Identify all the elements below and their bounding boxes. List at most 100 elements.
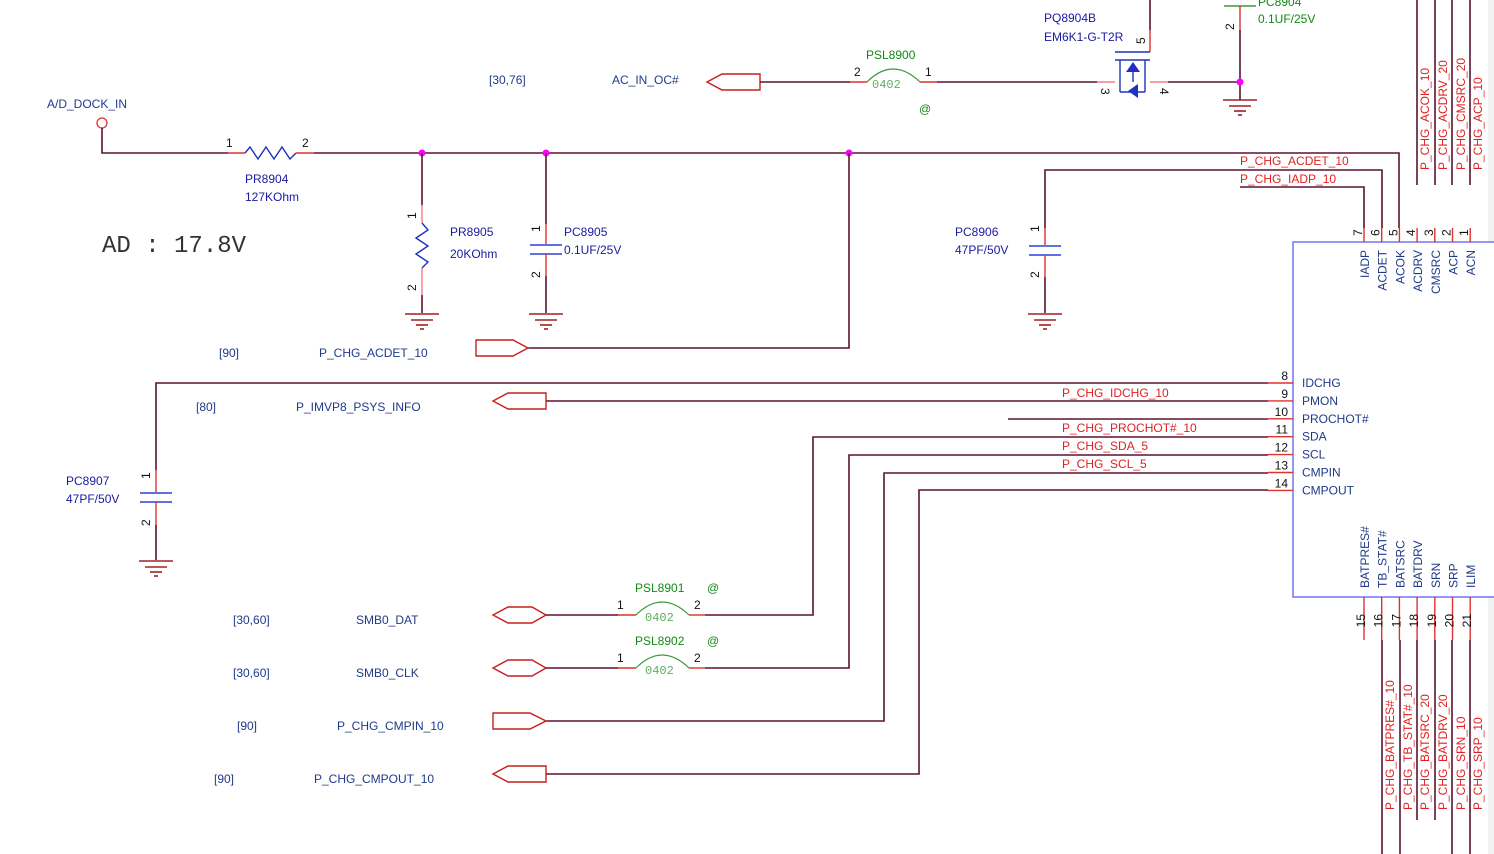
- pin-number: 2: [1028, 271, 1042, 278]
- pr8904-ref: PR8904: [245, 172, 289, 186]
- pin-number: 1: [529, 225, 543, 232]
- pin-number: 21: [1460, 614, 1474, 628]
- ic-pin-name: PMON: [1302, 394, 1338, 408]
- net-label-sda: P_CHG_SDA_5: [1062, 439, 1148, 453]
- bead-psl8900-icon: [866, 68, 921, 83]
- pin-number: 1: [405, 212, 419, 219]
- psl8900-mark: @: [919, 102, 931, 116]
- psl8901-mark: @: [707, 581, 719, 595]
- pr8904-value: 127KOhm: [245, 190, 299, 204]
- bidir-port-icon[interactable]: [491, 606, 548, 624]
- net-label-cmsrc: P_CHG_CMSRC_20: [1454, 58, 1468, 170]
- pin-number: 1: [617, 651, 624, 665]
- bead-psl8901-icon: [635, 601, 690, 616]
- pin-number: 20: [1443, 614, 1457, 628]
- pin-number: 2: [302, 136, 309, 150]
- ic-pin-name: CMPIN: [1302, 466, 1341, 480]
- pin-number: 7: [1351, 229, 1365, 236]
- pin-number: 1: [226, 136, 233, 150]
- pin-number: 3: [1422, 229, 1436, 236]
- mosfet-pq8904b-icon: [1126, 62, 1140, 72]
- pin-number: 11: [1276, 423, 1289, 437]
- ic-pin-name: SRN: [1429, 563, 1443, 588]
- output-port-icon[interactable]: [475, 339, 530, 357]
- pc8906-value: 47PF/50V: [955, 243, 1008, 257]
- pin-number: 14: [1275, 476, 1289, 490]
- ic-pin-name: SRP: [1447, 563, 1461, 588]
- input-connector-icon[interactable]: [96, 117, 108, 129]
- output-port-icon[interactable]: [492, 712, 548, 730]
- net-label-srn: P_CHG_SRN_10: [1454, 716, 1468, 810]
- ic-pin-name: ILIM: [1464, 565, 1478, 588]
- ic-pin-name: PROCHOT#: [1302, 412, 1369, 426]
- offpage-net-cmpin: P_CHG_CMPIN_10: [337, 719, 444, 733]
- input-port-icon[interactable]: [491, 392, 547, 410]
- pin-number: 18: [1407, 614, 1421, 628]
- ic-pin-name: ACN: [1464, 250, 1478, 275]
- ic-pin-name: TB_STAT#: [1376, 530, 1390, 588]
- offpage-ref: [90]: [219, 346, 239, 360]
- ic-pin-name: SDA: [1302, 430, 1327, 444]
- ic-pin-name: ACOK: [1393, 250, 1407, 284]
- pin-number: 13: [1275, 459, 1289, 473]
- net-label-srp: P_CHG_SRP_10: [1471, 717, 1485, 810]
- input-port-icon[interactable]: [491, 765, 547, 783]
- pq8904b-ref: PQ8904B: [1044, 11, 1096, 25]
- psl8902-size: 0402: [645, 664, 674, 678]
- pc8904-ref: PC8904: [1258, 0, 1302, 9]
- ic-pin-name: ACDRV: [1411, 250, 1425, 292]
- pin-number: 4: [1404, 229, 1418, 236]
- offpage-ref: [30,60]: [233, 666, 270, 680]
- pin-number: 1: [617, 598, 624, 612]
- pin-number: 5: [1134, 37, 1148, 44]
- pc8906-ref: PC8906: [955, 225, 999, 239]
- pin-number: 2: [854, 65, 861, 79]
- pin-number: 3: [1098, 88, 1112, 95]
- pin-number: 1: [139, 472, 153, 479]
- ic-pin-name: BATDRV: [1411, 540, 1425, 588]
- ground-icon: [139, 560, 173, 577]
- pin-number: 1: [1028, 225, 1042, 232]
- offpage-net-cmpout: P_CHG_CMPOUT_10: [314, 772, 434, 786]
- ic-pin-name: ACDET: [1376, 249, 1390, 290]
- input-port-icon[interactable]: [705, 73, 761, 91]
- ground-icon: [405, 313, 439, 330]
- pr8905-ref: PR8905: [450, 225, 494, 239]
- psl8901-size: 0402: [645, 611, 674, 625]
- net-label-acp: P_CHG_ACP_10: [1471, 77, 1485, 170]
- pin-number: 19: [1425, 614, 1439, 628]
- ground-icon: [529, 313, 563, 330]
- pc8904-value: 0.1UF/25V: [1258, 12, 1315, 26]
- ic-pin-name: ACP: [1447, 250, 1461, 275]
- psl8902-ref: PSL8902: [635, 634, 685, 648]
- pin-number: 1: [925, 65, 932, 79]
- pc8907-value: 47PF/50V: [66, 492, 119, 506]
- ic-pin-name: CMPOUT: [1302, 483, 1355, 497]
- ic-pin-name: CMSRC: [1429, 250, 1443, 294]
- main-rail-wire: [314, 152, 1400, 228]
- pin-number: 1: [1457, 229, 1471, 236]
- net-label-scl: P_CHG_SCL_5: [1062, 457, 1147, 471]
- offpage-net-acdet: P_CHG_ACDET_10: [319, 346, 428, 360]
- pin-number: 15: [1354, 614, 1368, 628]
- charger-ic[interactable]: [1292, 241, 1494, 598]
- ic-pin-name: SCL: [1302, 448, 1326, 462]
- pin-number: 2: [1223, 23, 1237, 30]
- ic-pin-name: IADP: [1358, 250, 1372, 278]
- ic-pin-name: IDCHG: [1302, 376, 1341, 390]
- net-label-prochot: P_CHG_PROCHOT#_10: [1062, 421, 1197, 435]
- pin-number: 2: [694, 651, 701, 665]
- pin-number: 2: [694, 598, 701, 612]
- bidir-port-icon[interactable]: [491, 659, 548, 677]
- offpage-net-smb-dat: SMB0_DAT: [356, 613, 419, 627]
- ground-icon: [1223, 99, 1257, 116]
- pin-number: 12: [1275, 441, 1289, 455]
- resistor-pr8904-icon: [244, 145, 297, 161]
- pin-number: 10: [1275, 405, 1289, 419]
- pr8905-value: 20KOhm: [450, 247, 497, 261]
- pin-number: 2: [1440, 229, 1454, 236]
- pc8905-value: 0.1UF/25V: [564, 243, 621, 257]
- net-label-batpres: P_CHG_BATPRES#_10: [1383, 680, 1397, 810]
- junction-dot: [1236, 78, 1244, 86]
